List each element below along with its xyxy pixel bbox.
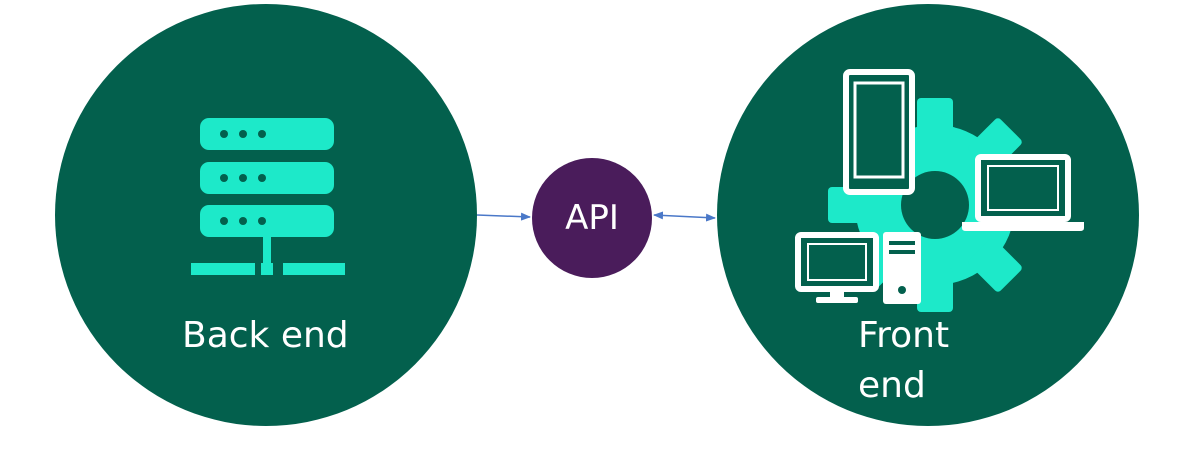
api-label: API — [565, 198, 619, 238]
tower-pc-icon — [883, 232, 921, 304]
smartphone-icon — [843, 69, 915, 195]
desktop-monitor-icon — [795, 232, 879, 303]
server-icon — [191, 118, 345, 275]
laptop-icon — [962, 154, 1084, 231]
api-circle — [532, 158, 652, 278]
api-frontend-arrow — [653, 211, 716, 222]
backend-label: Back end — [182, 315, 349, 356]
frontend-label-line1: Front — [858, 315, 950, 356]
backend-to-api-arrow — [476, 212, 531, 221]
frontend-label-line2: end — [858, 365, 926, 406]
